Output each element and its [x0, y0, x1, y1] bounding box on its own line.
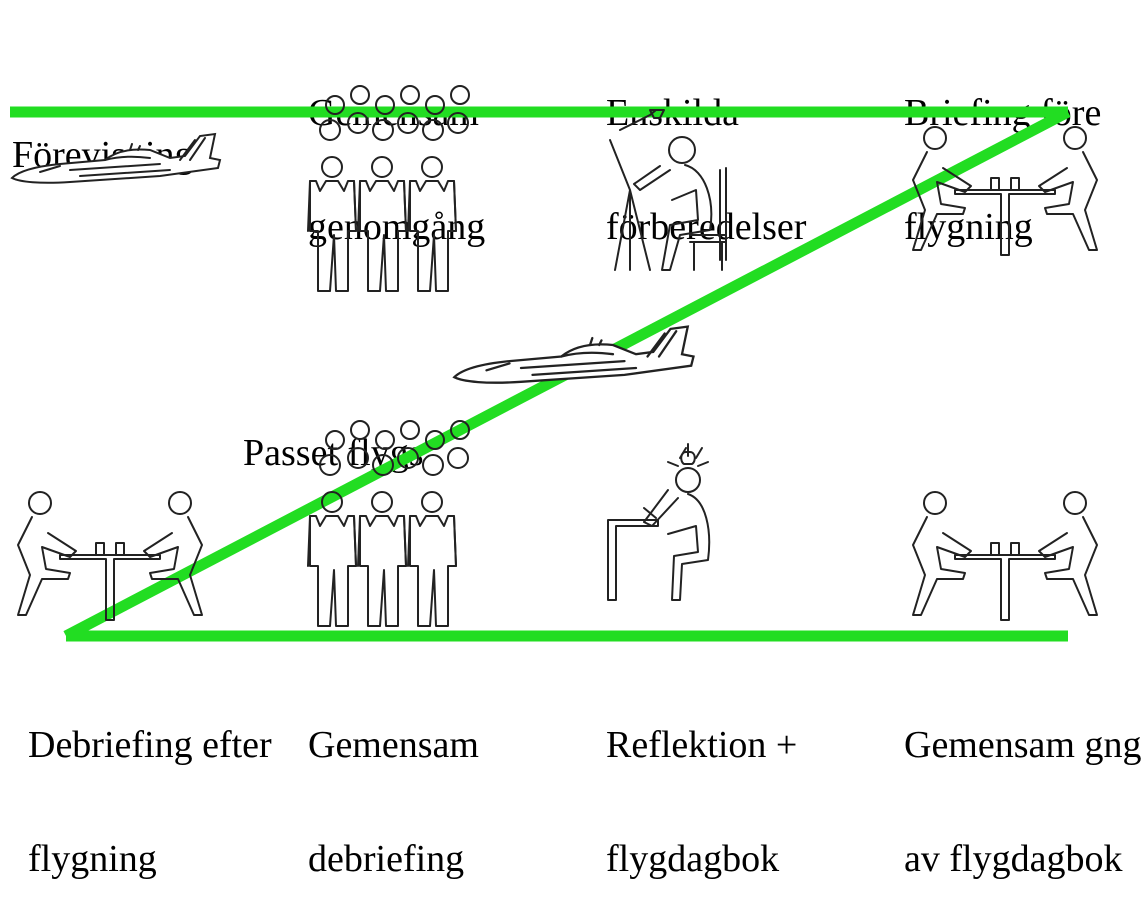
label-line: flygdagbok	[606, 838, 780, 880]
person-thinking-icon	[607, 443, 711, 601]
label-line: Debriefing efter	[28, 724, 272, 766]
group-icon	[308, 421, 469, 626]
two-people-table-icon	[17, 491, 203, 621]
label-line: av flygdagbok	[904, 838, 1123, 880]
two-people-table-icon	[912, 491, 1098, 621]
jet-aircraft-icon	[11, 133, 221, 184]
label-line: Gemensam gng	[904, 724, 1142, 766]
label-line: Reflektion +	[606, 724, 798, 766]
label-line: debriefing	[308, 838, 465, 880]
person-drawing-icon	[609, 109, 727, 271]
label-line: flygning	[28, 838, 157, 880]
jet-aircraft-icon	[453, 325, 695, 384]
label-line: Gemensam	[308, 724, 479, 766]
flow-diagram	[10, 0, 1098, 642]
